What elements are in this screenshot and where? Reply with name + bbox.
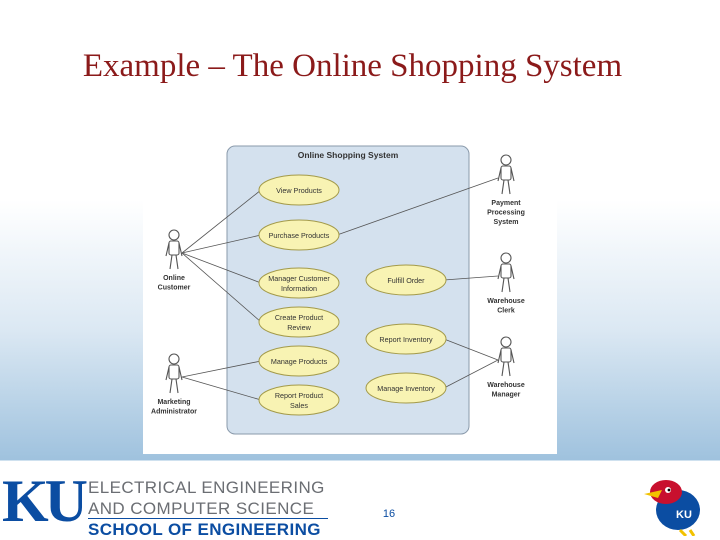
- department-line-2: AND COMPUTER SCIENCE: [88, 499, 315, 518]
- stick-figure-arm: [165, 366, 170, 381]
- use-case-ellipse: [365, 372, 447, 404]
- ku-logo: KU: [2, 468, 88, 534]
- stick-figure-leg: [169, 254, 173, 270]
- stick-figure-arm: [510, 167, 515, 182]
- use-case-view-products: View Products: [258, 174, 340, 206]
- use-case-label: View Products: [276, 186, 322, 195]
- use-case-label: Manage Products: [271, 357, 328, 366]
- department-line-1: ELECTRICAL ENGINEERING: [88, 478, 325, 497]
- use-case-label: Report Inventory: [379, 335, 433, 344]
- jayhawk-mascot-icon: KU: [644, 480, 700, 536]
- stick-figure-arm: [510, 349, 515, 364]
- stick-figure-body: [168, 364, 180, 380]
- use-case-label: Information: [281, 284, 317, 293]
- stick-figure-leg: [507, 179, 511, 195]
- slide-title: Example – The Online Shopping System: [82, 48, 623, 84]
- association-line: [181, 189, 262, 254]
- use-case-manage-products: Manage Products: [258, 345, 340, 377]
- department-divider: [88, 518, 328, 519]
- actor-label: System: [494, 219, 519, 226]
- stick-figure-arm: [497, 167, 502, 182]
- stick-figure-arm: [165, 242, 170, 257]
- stick-figure-arm: [497, 265, 502, 280]
- use-case-label: Manager Customer: [268, 274, 330, 283]
- actor-label: Warehouse: [487, 298, 525, 305]
- association-line: [336, 177, 499, 236]
- stick-figure-leg: [507, 277, 511, 293]
- use-case-ellipse: [258, 306, 340, 338]
- actor-label: Manager: [492, 392, 521, 399]
- use-case-label: Report Product: [275, 391, 323, 400]
- use-case-purchase-products: Purchase Products: [258, 219, 340, 251]
- use-case-label: Purchase Products: [269, 231, 330, 240]
- stick-figure-leg: [507, 361, 511, 377]
- stick-figure-leg: [501, 277, 505, 293]
- use-case-ellipse: [258, 384, 340, 416]
- stick-figure-icon: [500, 154, 512, 166]
- stick-figure-arm: [178, 242, 183, 257]
- actor-label: Processing: [487, 210, 525, 217]
- use-case-ellipse: [365, 323, 447, 355]
- svg-text:KU: KU: [676, 509, 692, 521]
- use-case-ellipse: [258, 267, 340, 299]
- footer: [0, 461, 720, 540]
- use-case-ellipse: [258, 345, 340, 377]
- stick-figure-leg: [175, 378, 179, 394]
- school-name: SCHOOL OF ENGINEERING: [88, 520, 321, 539]
- association-line: [443, 359, 499, 389]
- stick-figure-leg: [501, 179, 505, 195]
- association-line: [443, 275, 499, 281]
- stick-figure-body: [500, 263, 512, 279]
- association-line: [181, 234, 262, 254]
- use-case-label: Review: [287, 323, 311, 332]
- actor-label: Warehouse: [487, 382, 525, 389]
- use-case-report-inventory: Report Inventory: [365, 323, 447, 355]
- use-case-ellipse: [258, 174, 340, 206]
- use-case-diagram-canvas: Online Shopping System View ProductsPurc…: [151, 145, 525, 435]
- stick-figure-leg: [169, 378, 173, 394]
- stick-figure-arm: [178, 366, 183, 381]
- stick-figure-icon: [500, 252, 512, 264]
- actor-label: Marketing: [157, 399, 190, 406]
- page-number: 16: [382, 508, 396, 520]
- use-case-fulfill-order: Fulfill Order: [365, 264, 447, 296]
- stick-figure-arm: [510, 265, 515, 280]
- stick-figure-body: [500, 165, 512, 181]
- use-case-label: Create Product: [275, 313, 323, 322]
- stick-figure-body: [500, 347, 512, 363]
- association-line: [181, 252, 262, 323]
- use-case-ellipse: [365, 264, 447, 296]
- actor-label: Clerk: [497, 308, 515, 315]
- stick-figure-leg: [175, 254, 179, 270]
- actor-label: Online: [163, 275, 185, 282]
- actor-label: Customer: [158, 285, 191, 292]
- association-line: [181, 376, 262, 401]
- association-line: [181, 360, 262, 378]
- use-case-ellipse: [258, 219, 340, 251]
- stick-figure-icon: [500, 336, 512, 348]
- use-case-label: Manage Inventory: [377, 384, 435, 393]
- stick-figure-body: [168, 240, 180, 256]
- use-case-label: Sales: [290, 401, 308, 410]
- use-case-label: Fulfill Order: [387, 276, 425, 285]
- stick-figure-leg: [501, 361, 505, 377]
- system-title: Online Shopping System: [298, 150, 399, 160]
- actor-label: Administrator: [151, 409, 197, 416]
- association-line: [443, 338, 499, 361]
- use-case-manage-inventory: Manage Inventory: [365, 372, 447, 404]
- association-line: [181, 252, 262, 284]
- stick-figure-icon: [168, 353, 180, 365]
- actor-label: Payment: [491, 200, 521, 207]
- stick-figure-arm: [497, 349, 502, 364]
- stick-figure-icon: [168, 229, 180, 241]
